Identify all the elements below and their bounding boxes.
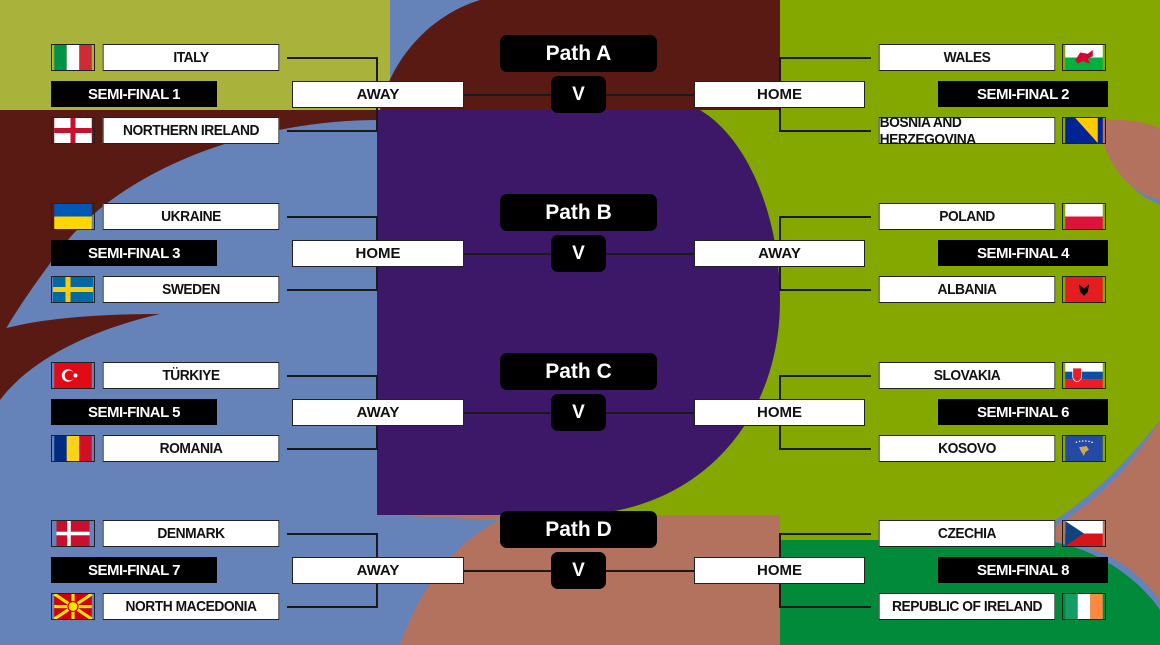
romania-flag-icon bbox=[51, 435, 95, 462]
team-name[interactable]: UKRAINE bbox=[102, 203, 280, 230]
connector-line bbox=[779, 108, 781, 132]
venue-label: HOME bbox=[694, 557, 865, 584]
team-name[interactable]: ITALY bbox=[102, 44, 280, 71]
connector-line bbox=[606, 253, 694, 255]
connector-line bbox=[779, 533, 871, 535]
venue-label: AWAY bbox=[694, 240, 865, 267]
versus-badge: V bbox=[551, 394, 606, 431]
connector-line bbox=[287, 289, 378, 291]
connector-line bbox=[779, 216, 871, 218]
connector-line bbox=[287, 130, 378, 132]
connector-line bbox=[779, 584, 781, 608]
connector-line bbox=[376, 108, 378, 132]
connector-line bbox=[779, 426, 781, 450]
team-name[interactable]: BOSNIA AND HERZEGOVINA bbox=[878, 114, 1056, 148]
semi-final-label: SEMI-FINAL 2 bbox=[938, 81, 1108, 107]
semi-final-label: SEMI-FINAL 3 bbox=[51, 240, 217, 266]
italy-flag-icon bbox=[51, 44, 95, 71]
connector-line bbox=[287, 606, 378, 608]
czechia-flag-icon bbox=[1062, 520, 1106, 547]
connector-line bbox=[606, 94, 694, 96]
venue-label: AWAY bbox=[292, 399, 464, 426]
team-name[interactable]: REPUBLIC OF IRELAND bbox=[878, 593, 1056, 620]
semi-final-label: SEMI-FINAL 7 bbox=[51, 557, 217, 583]
semi-final-label: SEMI-FINAL 1 bbox=[51, 81, 217, 107]
connector-line bbox=[464, 412, 551, 414]
connector-line bbox=[779, 57, 781, 81]
team-name[interactable]: KOSOVO bbox=[878, 435, 1056, 462]
connector-line bbox=[376, 426, 378, 450]
slovakia-flag-icon bbox=[1062, 362, 1106, 389]
sweden-flag-icon bbox=[51, 276, 95, 303]
connector-line bbox=[779, 533, 781, 557]
ireland-flag-icon bbox=[1062, 593, 1106, 620]
team-name[interactable]: SLOVAKIA bbox=[878, 362, 1056, 389]
wales-flag-icon bbox=[1062, 44, 1106, 71]
team-name[interactable]: ALBANIA bbox=[878, 276, 1056, 303]
path-label: Path C bbox=[500, 353, 657, 390]
northern-ireland-flag-icon bbox=[51, 117, 95, 144]
north-macedonia-flag-icon bbox=[51, 593, 95, 620]
venue-label: HOME bbox=[292, 240, 464, 267]
connector-line bbox=[779, 606, 871, 608]
connector-line bbox=[287, 533, 378, 535]
connector-line bbox=[779, 289, 871, 291]
connector-line bbox=[464, 570, 551, 572]
connector-line bbox=[464, 94, 551, 96]
connector-line bbox=[779, 375, 871, 377]
semi-final-label: SEMI-FINAL 6 bbox=[938, 399, 1108, 425]
team-name[interactable]: TÜRKIYE bbox=[102, 362, 280, 389]
venue-label: AWAY bbox=[292, 81, 464, 108]
connector-line bbox=[287, 448, 378, 450]
semi-final-label: SEMI-FINAL 5 bbox=[51, 399, 217, 425]
path-label: Path D bbox=[500, 511, 657, 548]
poland-flag-icon bbox=[1062, 203, 1106, 230]
venue-label: AWAY bbox=[292, 557, 464, 584]
versus-badge: V bbox=[551, 235, 606, 272]
venue-label: HOME bbox=[694, 81, 865, 108]
team-name[interactable]: SWEDEN bbox=[102, 276, 280, 303]
team-name[interactable]: CZECHIA bbox=[878, 520, 1056, 547]
connector-line bbox=[779, 448, 871, 450]
connector-line bbox=[376, 57, 378, 81]
connector-line bbox=[779, 57, 871, 59]
denmark-flag-icon bbox=[51, 520, 95, 547]
versus-badge: V bbox=[551, 552, 606, 589]
connector-line bbox=[606, 412, 694, 414]
connector-line bbox=[779, 130, 871, 132]
semi-final-label: SEMI-FINAL 4 bbox=[938, 240, 1108, 266]
connector-line bbox=[287, 216, 378, 218]
albania-flag-icon bbox=[1062, 276, 1106, 303]
connector-line bbox=[376, 267, 378, 291]
connector-line bbox=[779, 216, 781, 240]
semi-final-label: SEMI-FINAL 8 bbox=[938, 557, 1108, 583]
team-name[interactable]: DENMARK bbox=[102, 520, 280, 547]
connector-line bbox=[376, 533, 378, 557]
connector-line bbox=[376, 375, 378, 399]
connector-line bbox=[779, 267, 781, 291]
path-label: Path A bbox=[500, 35, 657, 72]
team-name[interactable]: POLAND bbox=[878, 203, 1056, 230]
turkiye-flag-icon bbox=[51, 362, 95, 389]
team-name[interactable]: ROMANIA bbox=[102, 435, 280, 462]
connector-line bbox=[287, 375, 378, 377]
connector-line bbox=[779, 375, 781, 399]
ukraine-flag-icon bbox=[51, 203, 95, 230]
team-name[interactable]: NORTHERN IRELAND bbox=[102, 117, 280, 144]
venue-label: HOME bbox=[694, 399, 865, 426]
path-label: Path B bbox=[500, 194, 657, 231]
connector-line bbox=[376, 584, 378, 608]
versus-badge: V bbox=[551, 76, 606, 113]
kosovo-flag-icon bbox=[1062, 435, 1106, 462]
connector-line bbox=[464, 253, 551, 255]
connector-line bbox=[287, 57, 378, 59]
connector-line bbox=[376, 216, 378, 240]
team-name[interactable]: WALES bbox=[878, 44, 1056, 71]
connector-line bbox=[606, 570, 694, 572]
bosnia-flag-icon bbox=[1062, 117, 1106, 144]
team-name[interactable]: NORTH MACEDONIA bbox=[102, 593, 280, 620]
